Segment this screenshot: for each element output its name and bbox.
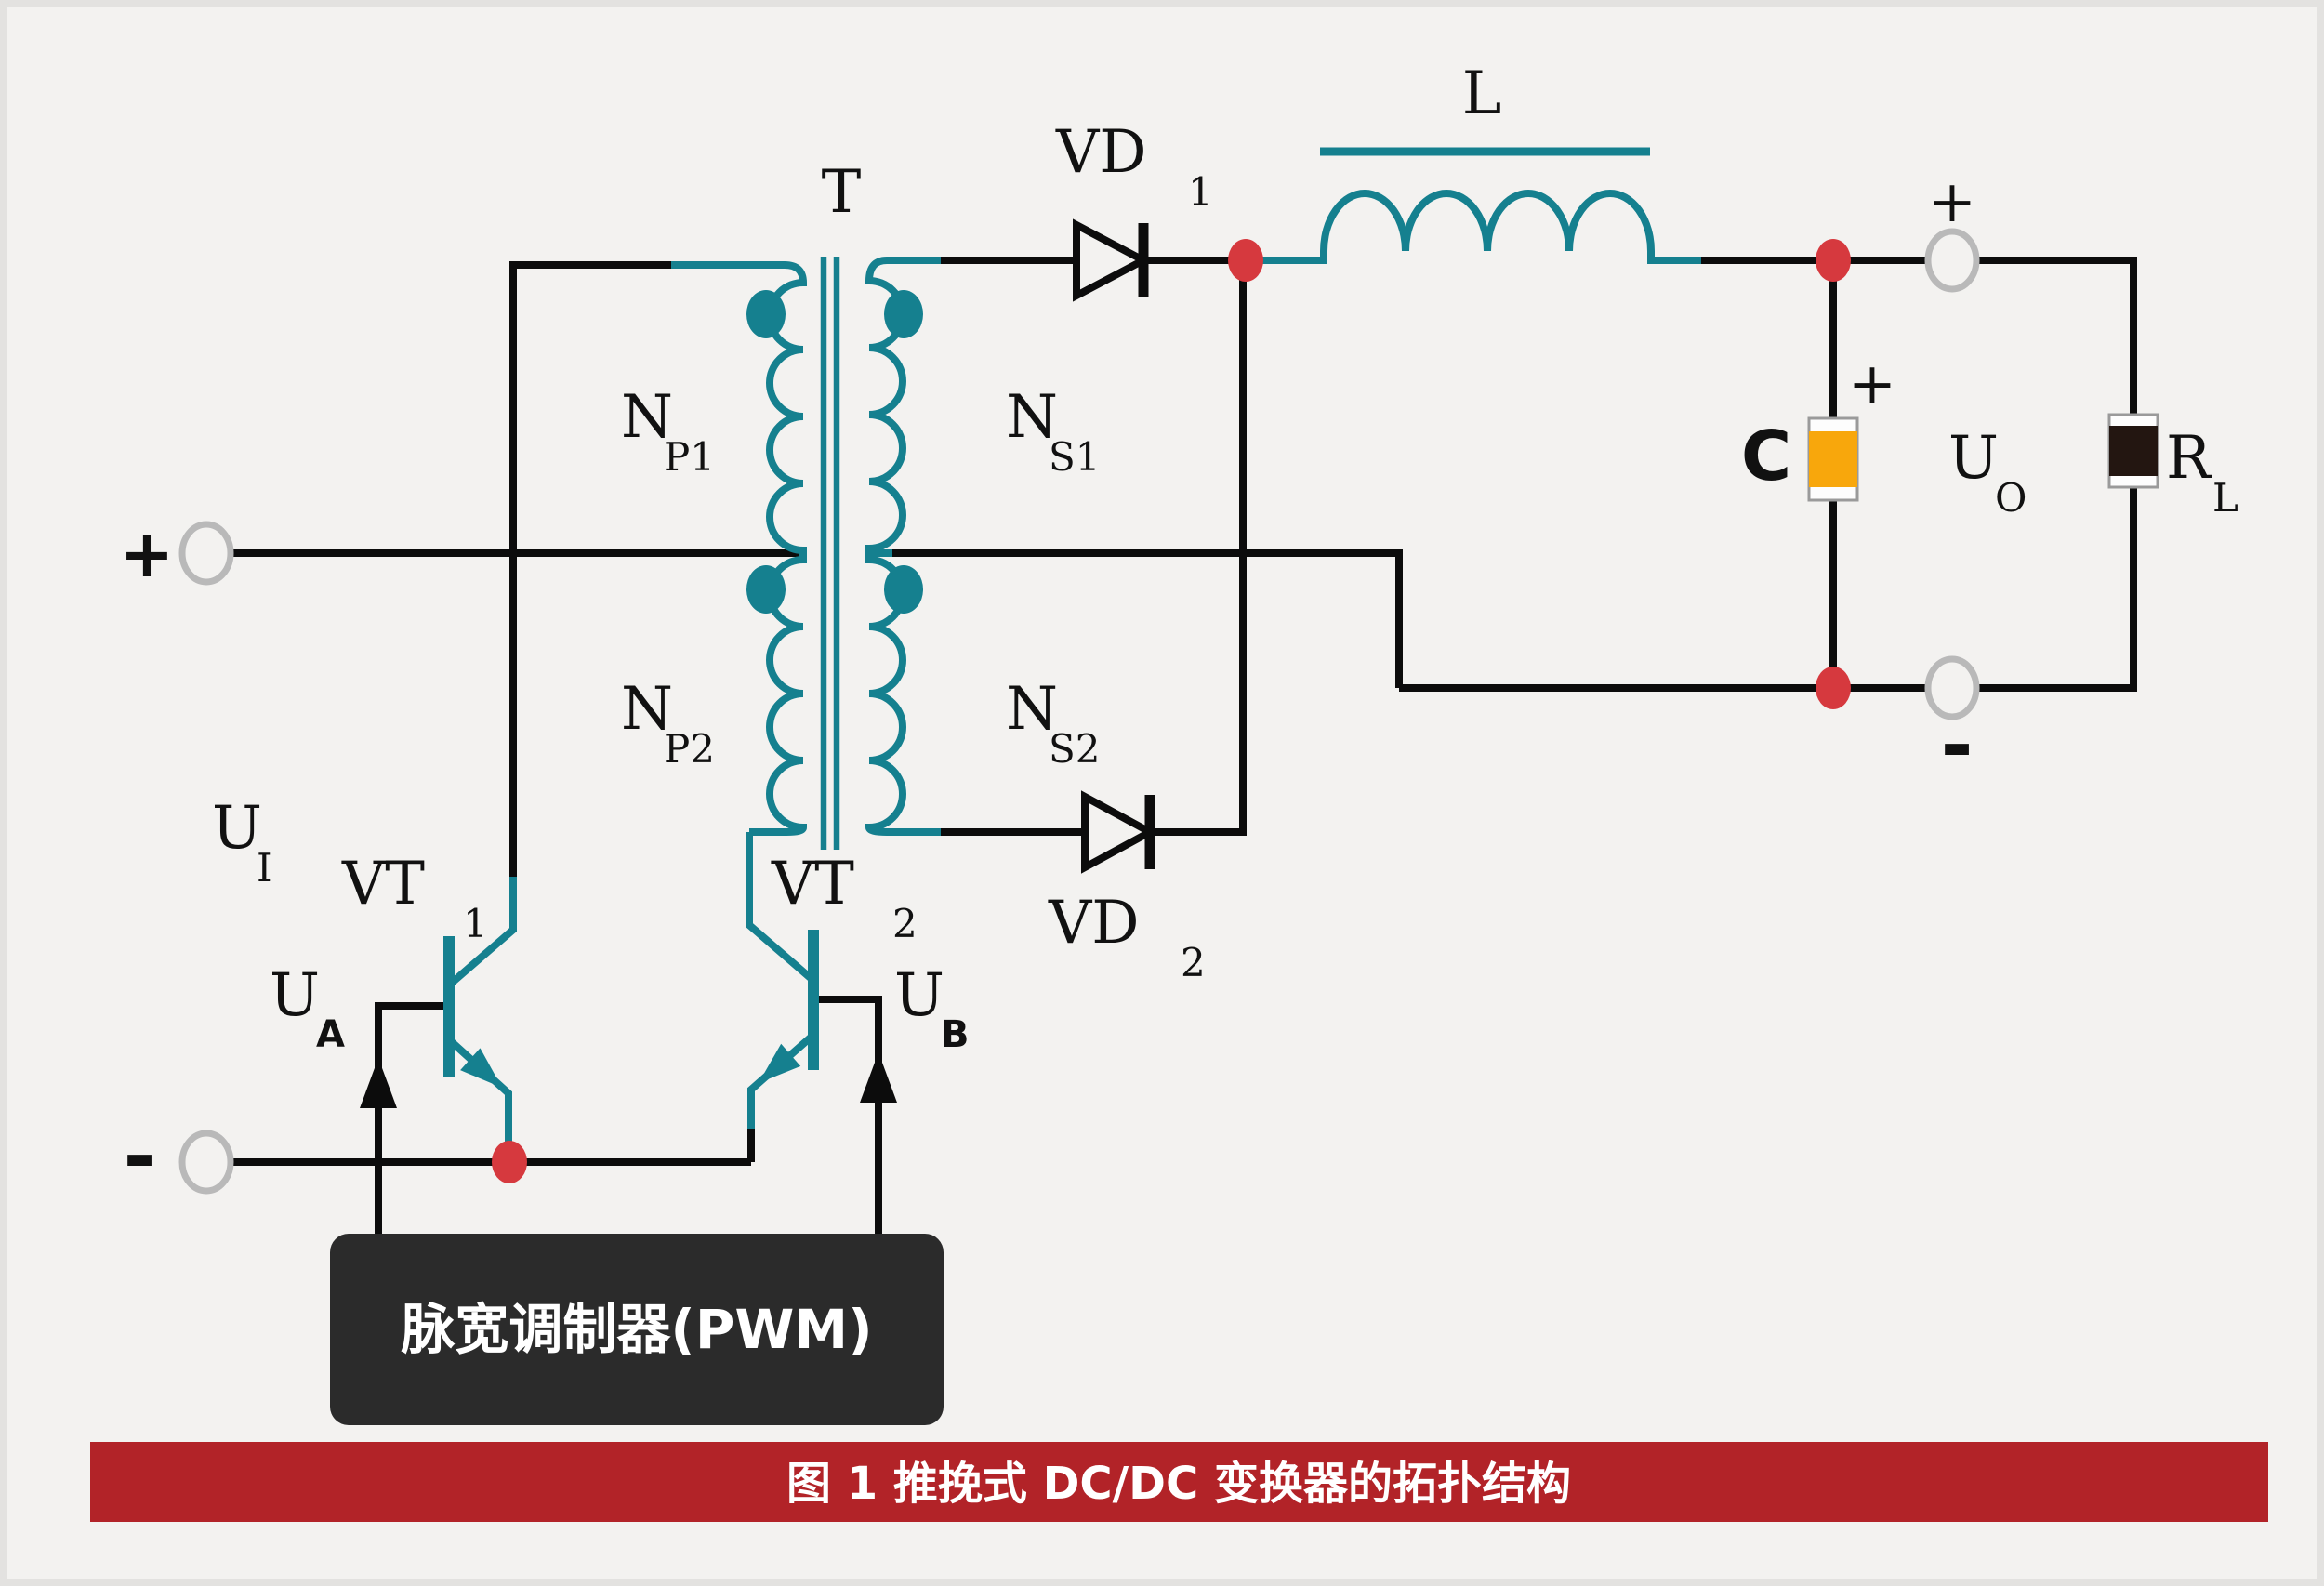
label-ui: U <box>212 794 262 863</box>
resistor-body <box>2109 426 2158 476</box>
figure-caption: 图 1 推挽式 DC/DC 变换器的拓扑结构 <box>90 1442 2268 1522</box>
label-input-minus: - <box>124 1110 156 1201</box>
junction-dot-cap-top <box>1816 239 1851 282</box>
label-ns1: N <box>1006 383 1058 452</box>
label-input-plus: + <box>120 516 175 592</box>
label-output-plus: + <box>1928 167 1976 235</box>
ub-arrow-up-icon <box>860 1052 897 1103</box>
label-cap-plus: + <box>1848 350 1896 417</box>
label-transformer: T <box>822 158 862 227</box>
label-np2: N <box>621 675 673 744</box>
wire-ub-drive <box>812 996 882 1241</box>
phase-dot-np2 <box>746 565 786 614</box>
label-vt2: VT <box>771 850 854 919</box>
label-vd2: VD <box>1048 889 1140 958</box>
label-output-minus: - <box>1941 699 1974 790</box>
label-rl: R <box>2166 424 2212 493</box>
diode-vd2 <box>1081 790 1158 874</box>
label-ns1-sub: S1 <box>1049 434 1101 480</box>
label-rl-sub: L <box>2212 475 2238 521</box>
label-np1-sub: P1 <box>664 434 715 480</box>
label-inductor: L <box>1462 59 1502 128</box>
diode-vd1 <box>1073 218 1152 302</box>
vt1-emitter <box>448 1038 512 1162</box>
wire-vd2-to-junction <box>1150 264 1247 836</box>
terminal-output-minus <box>1924 655 1980 720</box>
vt1-emitter-arrow-icon <box>460 1048 502 1088</box>
vt2-emitter <box>747 1033 814 1129</box>
wire-ua-drive <box>375 1002 451 1241</box>
transistor-vt1 <box>443 877 517 1162</box>
label-ui-sub: I <box>257 845 272 891</box>
labels: T N P1 N P2 N S1 N S2 VD 1 VD 2 L C U O … <box>120 59 2238 1201</box>
capacitor <box>1807 416 1859 502</box>
label-np1: N <box>621 383 673 452</box>
terminal-input-minus <box>178 1130 234 1195</box>
wire-secondary-center-tap <box>891 549 1403 688</box>
pwm-block: 脉宽调制器(PWM) <box>330 1234 944 1425</box>
label-vd1-sub: 1 <box>1188 169 1213 215</box>
pwm-label: 脉宽调制器(PWM) <box>401 1298 872 1361</box>
wire-output-top-rail <box>1694 257 2137 415</box>
vt2-emitter-arrow-icon <box>759 1043 801 1083</box>
phase-dot-np1 <box>746 290 786 338</box>
winding-np2 <box>749 556 808 836</box>
junction-dot-cap-bottom <box>1816 667 1851 709</box>
terminal-output-plus <box>1924 228 1980 293</box>
label-vd2-sub: 2 <box>1181 940 1206 985</box>
transistor-vt2 <box>746 832 819 1129</box>
label-vt1: VT <box>341 850 425 919</box>
label-np2-sub: P2 <box>664 726 715 772</box>
label-capacitor: C <box>1741 416 1791 496</box>
label-vt1-sub: 1 <box>463 901 488 946</box>
load-resistor <box>2107 413 2159 489</box>
capacitor-body <box>1809 431 1857 487</box>
vt2-collector <box>746 832 814 983</box>
phase-dot-ns2 <box>884 565 923 614</box>
label-ua: U <box>270 961 320 1030</box>
wire-primary-top-to-vt1 <box>509 261 671 916</box>
junction-dot-vt1-emitter <box>492 1141 527 1183</box>
label-vt2-sub: 2 <box>892 901 918 946</box>
transformer <box>671 257 941 850</box>
label-ub-sub: B <box>941 1013 970 1056</box>
vt1-collector <box>448 877 517 987</box>
diode-triangle-icon <box>1073 218 1152 302</box>
wires-black <box>231 257 2137 1241</box>
label-uo-sub: O <box>1995 475 2027 521</box>
phase-dot-ns1 <box>884 290 923 338</box>
inductor <box>1253 147 1701 264</box>
junction-dot-diode-inductor <box>1228 239 1263 282</box>
label-vd1: VD <box>1055 118 1147 187</box>
caption-bar <box>90 1442 2268 1522</box>
label-ns2: N <box>1006 675 1058 744</box>
label-ub: U <box>894 961 944 1030</box>
label-ns2-sub: S2 <box>1049 726 1101 772</box>
terminal-input-plus <box>178 521 234 586</box>
winding-ns2 <box>865 556 941 836</box>
pwm-box <box>330 1234 944 1425</box>
wire-output-bottom-rail <box>1399 487 2137 692</box>
ua-arrow-up-icon <box>360 1058 397 1108</box>
caption-text: 图 1 推挽式 DC/DC 变换器的拓扑结构 <box>786 1458 1571 1510</box>
label-uo: U <box>1948 424 1999 493</box>
diode-triangle-icon <box>1081 790 1158 874</box>
inductor-coil <box>1253 190 1701 264</box>
label-ua-sub: A <box>316 1013 345 1056</box>
